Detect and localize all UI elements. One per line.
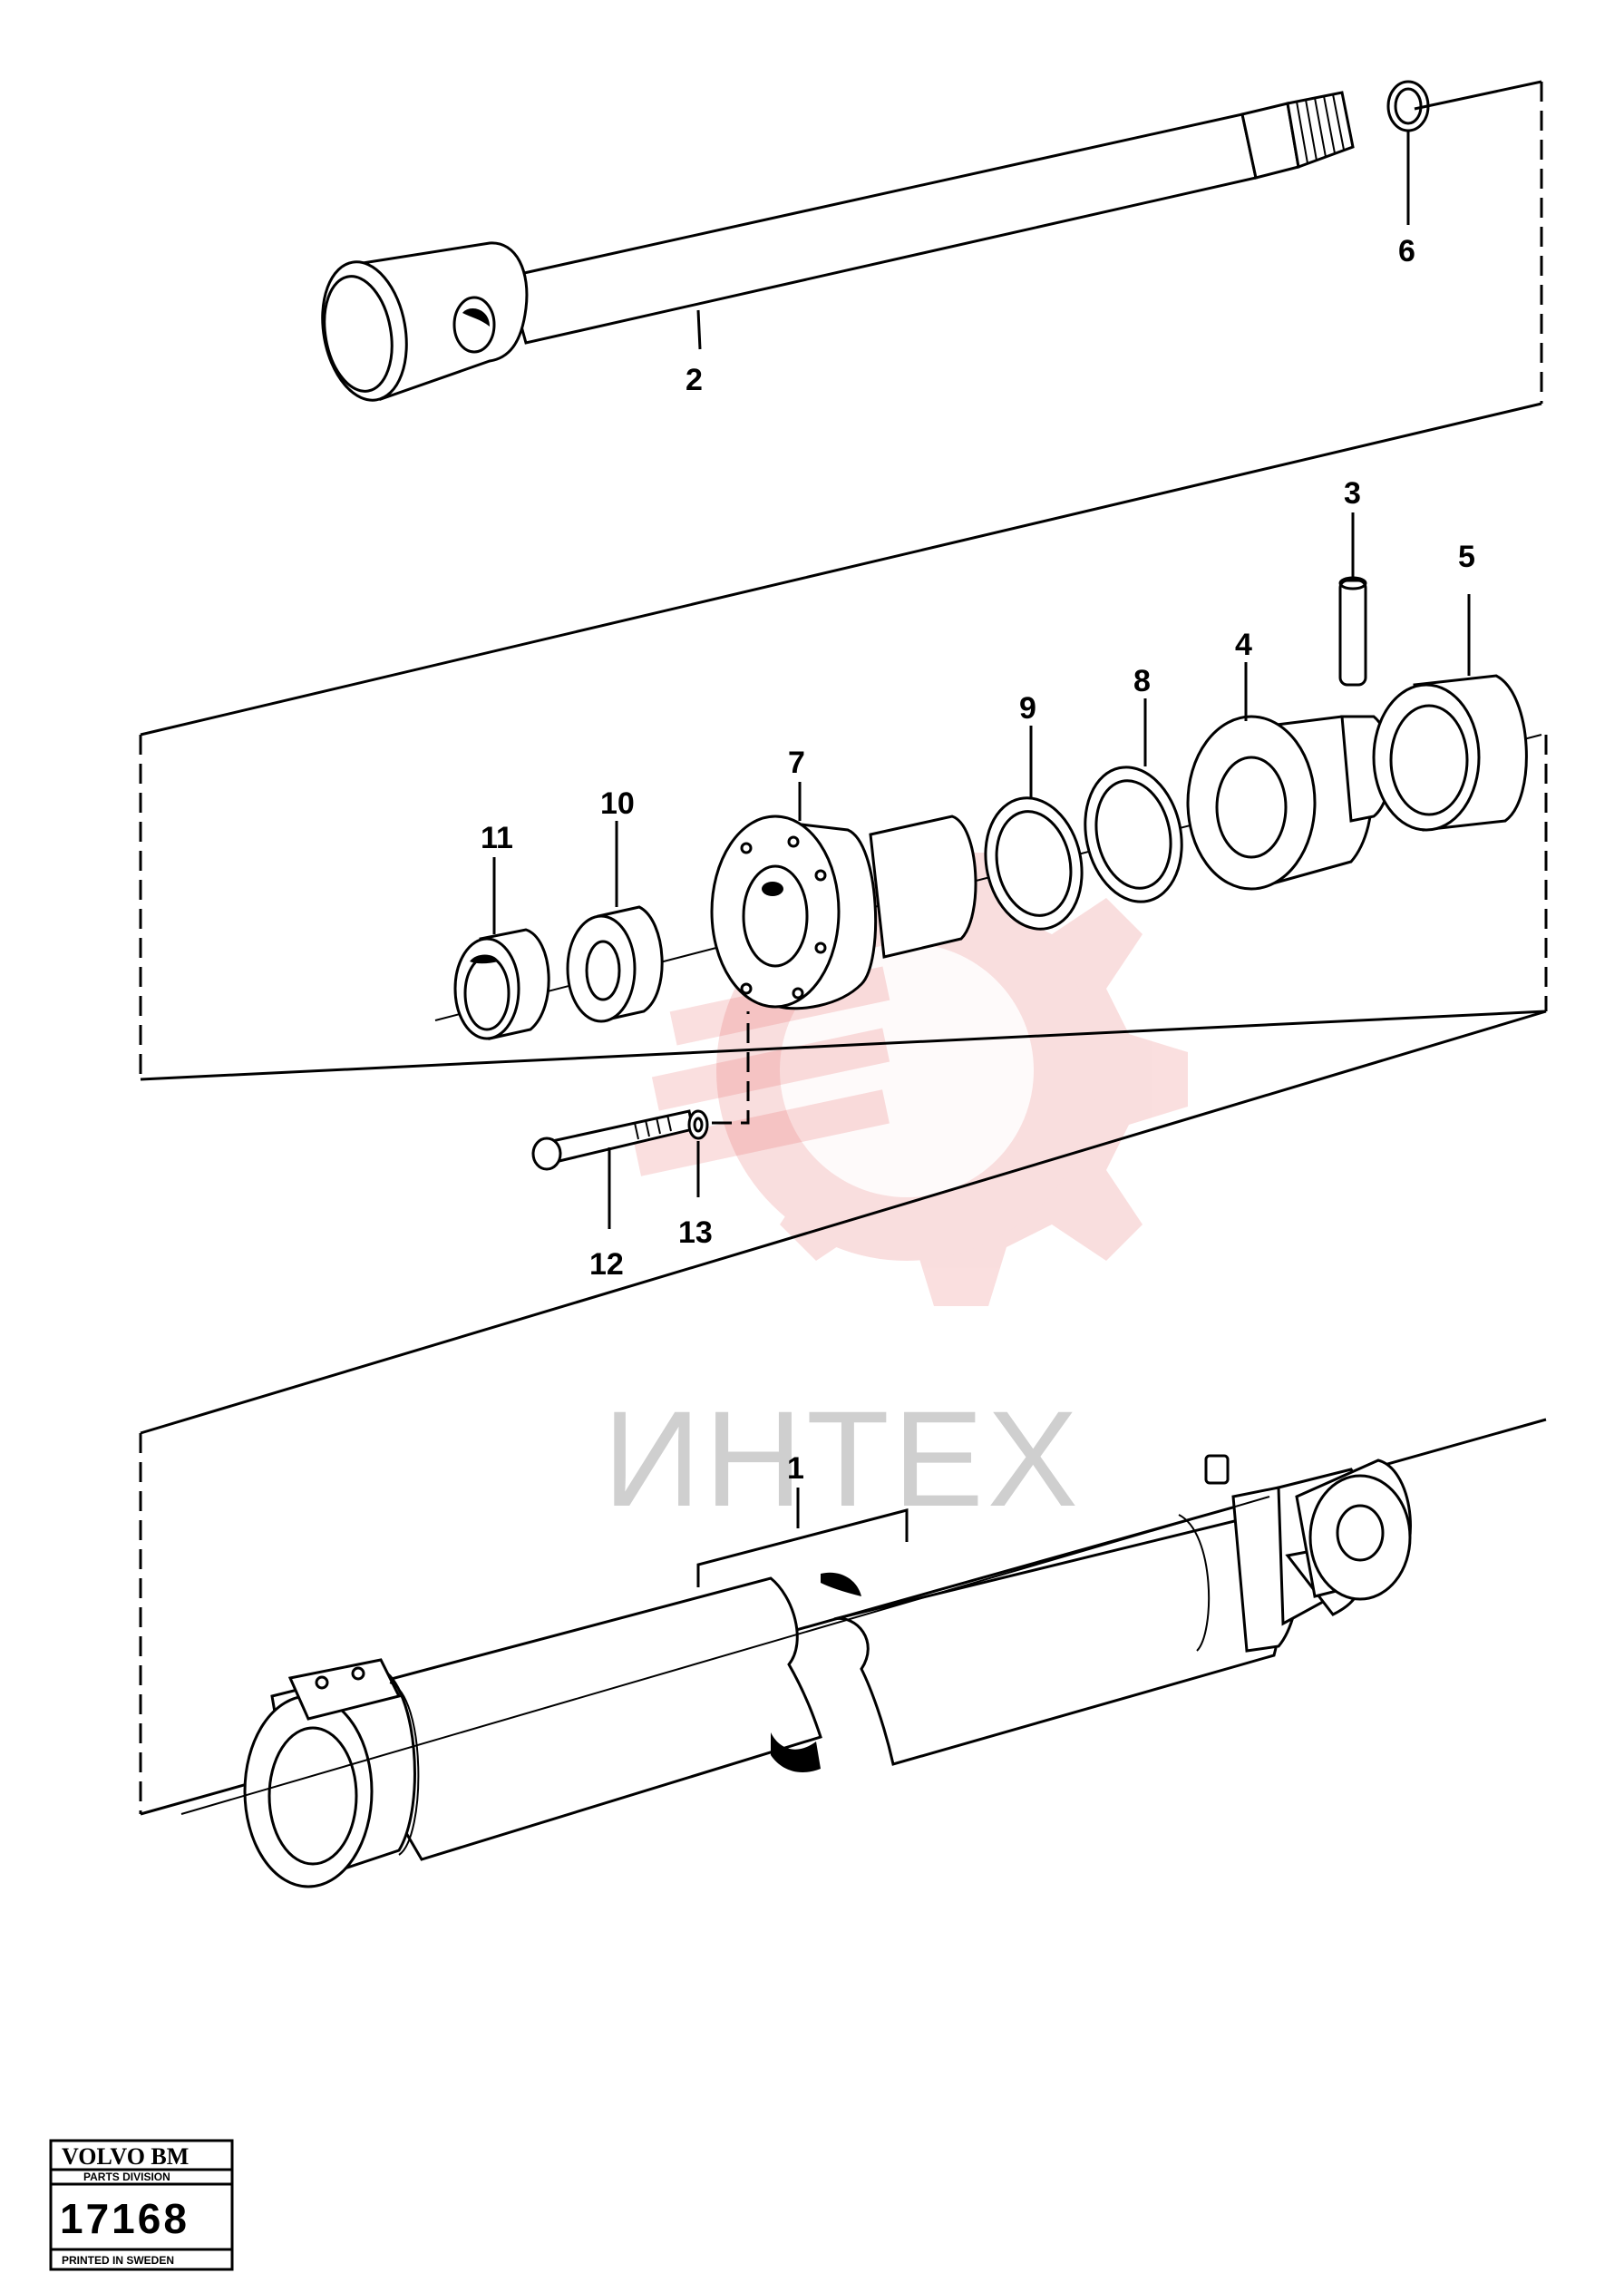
callout-13: 13 — [678, 1215, 713, 1250]
piston — [1186, 715, 1393, 891]
callout-3: 3 — [1344, 476, 1361, 511]
callout-12: 12 — [589, 1247, 624, 1282]
cap-screw — [531, 1109, 695, 1229]
callout-9: 9 — [1019, 691, 1036, 726]
stamp-number: 17168 — [60, 2195, 190, 2242]
stamp-brand: VOLVO BM — [62, 2143, 189, 2170]
lock-pin — [1338, 512, 1367, 687]
callout-8: 8 — [1133, 664, 1151, 698]
callout-10: 10 — [600, 786, 635, 821]
seal-ring-8 — [1084, 766, 1183, 903]
stamp-division: PARTS DIVISION — [83, 2171, 170, 2183]
rod-thread — [1286, 91, 1355, 170]
callout-2: 2 — [686, 363, 703, 397]
piston-nut — [1372, 594, 1528, 832]
piston-rod — [321, 80, 1430, 402]
washer — [687, 1011, 750, 1197]
stamp-printed: PRINTED IN SWEDEN — [62, 2254, 174, 2267]
callout-4: 4 — [1235, 628, 1252, 662]
volvo-bm-stamp: VOLVO BM PARTS DIVISION 17168 PRINTED IN… — [49, 2139, 234, 2271]
callout-5: 5 — [1458, 540, 1475, 574]
callout-6: 6 — [1398, 234, 1415, 268]
cylinder-head — [710, 815, 977, 1010]
callout-7: 7 — [788, 746, 805, 780]
callout-1: 1 — [787, 1451, 804, 1486]
guide-ring — [566, 905, 664, 1023]
assembly-frame-upper — [139, 80, 1548, 1081]
watermark-text: ИНТЕХ — [603, 1382, 1082, 1535]
wiper-ring — [453, 928, 550, 1040]
seal-ring-9 — [984, 796, 1084, 931]
cylinder-tube — [180, 1454, 1412, 1888]
callout-11: 11 — [481, 821, 513, 855]
